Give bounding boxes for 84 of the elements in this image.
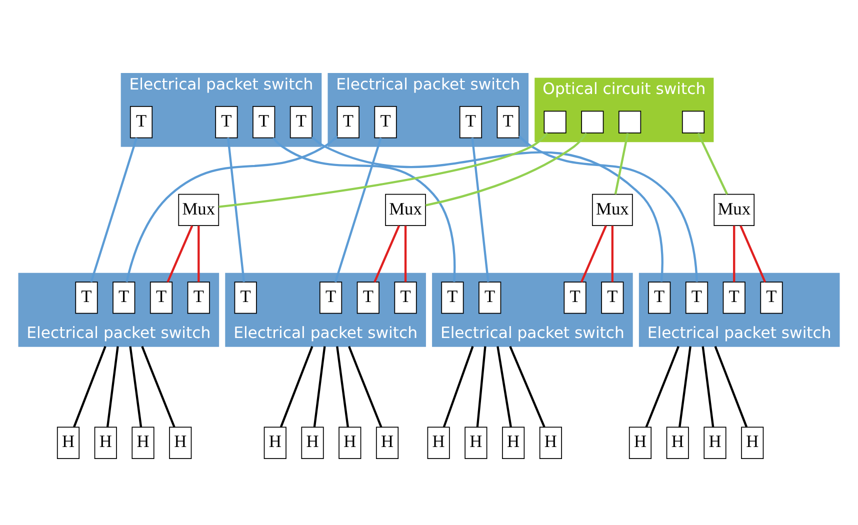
node-box: H <box>741 426 764 459</box>
connector <box>218 132 548 208</box>
node-box: T <box>234 282 257 314</box>
node-box: H <box>301 426 324 459</box>
node-box: T <box>601 282 624 314</box>
connector <box>227 138 246 282</box>
node-box: H <box>704 426 726 459</box>
node-box: Mux <box>385 194 426 226</box>
node-box: H <box>132 426 154 459</box>
node-box: H <box>628 426 652 459</box>
connector <box>678 346 692 428</box>
node-box: T <box>685 282 708 314</box>
node-box: T <box>459 106 482 138</box>
connector <box>126 135 338 282</box>
node-box: T <box>356 282 380 314</box>
node-box: T <box>130 106 153 138</box>
connector <box>90 137 138 282</box>
connector <box>476 346 486 428</box>
node-box: T <box>252 106 276 138</box>
connector <box>374 225 400 282</box>
node-box: T <box>648 282 671 314</box>
node-box <box>581 110 604 134</box>
node-box: T <box>722 282 746 314</box>
connector <box>442 346 474 428</box>
node-box: T <box>75 282 98 314</box>
connector <box>740 225 766 282</box>
node-box: T <box>215 106 238 138</box>
connector <box>611 226 614 282</box>
node-box: H <box>539 426 562 459</box>
connector <box>313 346 326 428</box>
node-box: H <box>338 426 362 459</box>
node-box: T <box>374 106 397 138</box>
connector <box>496 346 512 428</box>
connector <box>518 135 698 282</box>
node-box <box>682 110 705 134</box>
node-box: T <box>112 282 136 314</box>
connector <box>336 346 349 428</box>
connector <box>714 346 748 428</box>
node-box: Mux <box>592 194 633 226</box>
node-box: H <box>464 426 488 459</box>
connector <box>702 346 714 428</box>
node-box: T <box>564 282 586 314</box>
connector <box>166 225 194 282</box>
node-box: H <box>376 426 399 459</box>
connector <box>198 226 200 282</box>
node-box: H <box>502 426 525 459</box>
node-box: H <box>264 426 286 459</box>
connector <box>471 138 490 282</box>
connector <box>280 346 314 428</box>
connector <box>733 226 736 282</box>
node-box: T <box>496 106 520 138</box>
node-box: H <box>56 426 80 459</box>
connector <box>348 346 382 428</box>
connector <box>580 225 607 282</box>
connector <box>697 132 728 195</box>
connector <box>311 136 664 282</box>
cluster: Optical circuit switch <box>534 78 714 142</box>
node-box: H <box>427 426 450 459</box>
connector <box>425 132 588 206</box>
connector <box>614 132 629 194</box>
node-box: H <box>666 426 689 459</box>
connector <box>645 346 680 428</box>
connector <box>334 137 382 282</box>
connector <box>129 346 142 428</box>
connector <box>106 346 119 428</box>
node-box: T <box>760 282 783 314</box>
node-box: T <box>394 282 417 314</box>
node-box: Mux <box>178 194 220 226</box>
node-box: T <box>319 282 342 314</box>
node-box <box>544 110 566 134</box>
node-box <box>618 110 642 134</box>
node-box: T <box>290 106 313 138</box>
node-box: T <box>478 282 502 314</box>
node-box: T <box>336 106 360 138</box>
node-box: Mux <box>714 194 755 226</box>
node-box: T <box>150 282 173 314</box>
node-box: T <box>187 282 210 314</box>
connector <box>509 346 546 428</box>
node-box: H <box>94 426 117 459</box>
node-box: T <box>441 282 464 314</box>
connector <box>141 346 176 428</box>
connector <box>404 226 407 282</box>
node-box: H <box>169 426 192 459</box>
connector <box>73 346 106 428</box>
